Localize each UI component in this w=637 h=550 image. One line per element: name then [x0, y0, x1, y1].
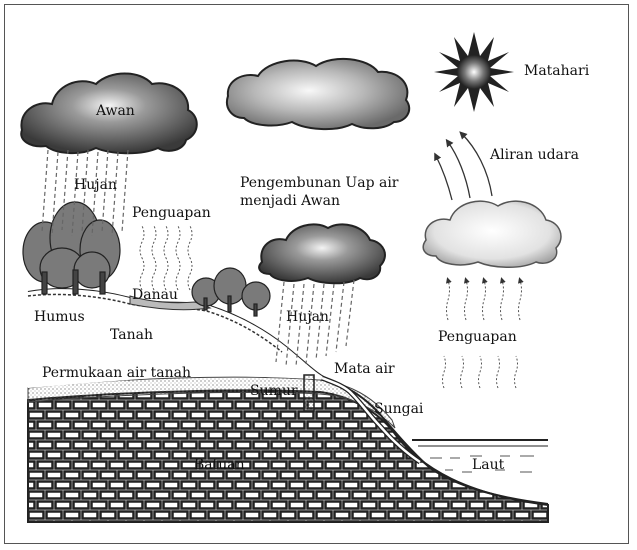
label-hujan-left: Hujan: [74, 178, 117, 193]
label-penguapan-left: Penguapan: [132, 206, 211, 221]
sun-icon: [434, 32, 514, 112]
label-pengembunan-line1: Pengembunan Uap air: [240, 176, 399, 191]
label-batuan: Batuan: [194, 458, 245, 473]
air-flow-arrows: [436, 134, 492, 200]
forest-center: [192, 268, 270, 316]
well: [304, 375, 314, 411]
label-laut: Laut: [472, 458, 504, 473]
evaporation-cloud: [423, 201, 561, 267]
label-danau: Danau: [132, 288, 178, 303]
label-humus: Humus: [34, 310, 85, 325]
label-hujan-center: Hujan: [286, 310, 329, 325]
condensation-cloud: [227, 59, 409, 129]
label-awan: Awan: [96, 104, 135, 119]
forest-left: [23, 202, 120, 294]
label-permukaan-air-tanah: Permukaan air tanah: [42, 366, 191, 381]
label-tanah: Tanah: [110, 328, 153, 343]
label-mata-air: Mata air: [334, 362, 395, 377]
rain-cloud-center: [259, 224, 385, 283]
evaporation-left: [140, 226, 192, 290]
label-matahari: Matahari: [524, 64, 589, 79]
label-pengembunan-line2: menjadi Awan: [240, 194, 340, 209]
label-sungai: Sungai: [374, 402, 423, 417]
label-aliran-udara: Aliran udara: [490, 148, 579, 163]
label-sumur: Sumur: [250, 384, 298, 399]
label-penguapan-right: Penguapan: [438, 330, 517, 345]
